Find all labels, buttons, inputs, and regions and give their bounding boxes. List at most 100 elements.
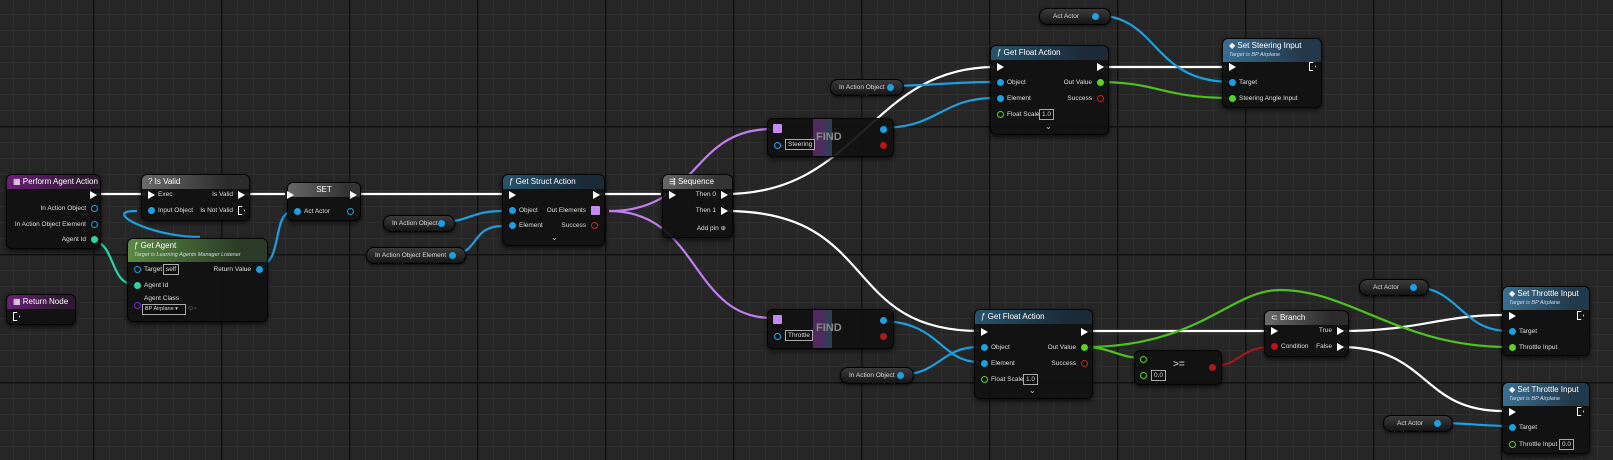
- exec-out-pin[interactable]: [1309, 62, 1316, 71]
- compare-out-pin[interactable]: [1209, 364, 1216, 371]
- condition-pin[interactable]: [1271, 343, 1278, 350]
- return-value-pin[interactable]: [256, 266, 263, 273]
- agent-class-pin[interactable]: [134, 302, 141, 309]
- set-node[interactable]: SET Act Actor: [287, 182, 361, 221]
- exec-out-pin[interactable]: [238, 206, 245, 215]
- find-steering-node[interactable]: Steering FIND: [767, 118, 894, 157]
- float-scale-field[interactable]: 1.0: [1039, 109, 1055, 120]
- exec-in-pin[interactable]: [1271, 327, 1278, 335]
- exec-in-pin[interactable]: [1229, 63, 1236, 71]
- sequence-node[interactable]: ⇶ Sequence Then 0 Then 1 Add pin ⊕: [662, 174, 733, 238]
- target-pin[interactable]: [134, 266, 141, 273]
- element-pin[interactable]: [509, 222, 516, 229]
- branch-node[interactable]: ⊂ Branch True Condition False: [1264, 310, 1349, 357]
- success-pin[interactable]: [1097, 95, 1104, 102]
- variable-out-pin[interactable]: [438, 220, 445, 227]
- act-actor-variable[interactable]: Act Actor: [1383, 415, 1453, 432]
- object-pin[interactable]: [981, 344, 988, 351]
- out-value-pin[interactable]: [1097, 79, 1104, 86]
- true-pin[interactable]: [1337, 327, 1344, 335]
- variable-out-pin[interactable]: [1434, 420, 1441, 427]
- exec-in-pin[interactable]: [1509, 408, 1516, 416]
- found-bool-pin[interactable]: [880, 333, 887, 340]
- add-pin-button[interactable]: Add pin ⊕: [697, 224, 726, 232]
- get-float-action-top-node[interactable]: ƒ Get Float Action Object Out Value Elem…: [990, 45, 1109, 135]
- element-pin[interactable]: [981, 360, 988, 367]
- exec-in-pin[interactable]: [148, 191, 155, 199]
- in-action-object-variable[interactable]: In Action Object: [383, 215, 455, 232]
- act-actor-in-pin[interactable]: [294, 208, 301, 215]
- chevron-down-icon[interactable]: ⌄: [1045, 122, 1052, 131]
- exec-out-pin[interactable]: [1577, 407, 1584, 416]
- exec-out-pin[interactable]: [238, 191, 245, 199]
- find-value-field[interactable]: Throttle: [785, 330, 814, 341]
- float-scale-pin[interactable]: [997, 111, 1004, 118]
- exec-in-pin[interactable]: [997, 63, 1004, 71]
- found-out-pin[interactable]: [880, 126, 887, 133]
- find-throttle-node[interactable]: Throttle FIND: [767, 309, 894, 349]
- agent-class-dropdown[interactable]: BP Airplane ▾: [142, 304, 186, 315]
- self-field[interactable]: self: [163, 264, 180, 275]
- success-pin[interactable]: [1081, 360, 1088, 367]
- compare-value-field[interactable]: 0.0: [1151, 370, 1167, 381]
- input-object-pin[interactable]: [148, 207, 155, 214]
- act-actor-variable[interactable]: Act Actor: [1359, 279, 1429, 296]
- act-actor-variable[interactable]: Act Actor: [1039, 8, 1111, 25]
- exec-out-pin[interactable]: [90, 191, 97, 199]
- exec-out-pin[interactable]: [1081, 328, 1088, 336]
- variable-out-pin[interactable]: [1092, 13, 1099, 20]
- get-struct-action-node[interactable]: ƒ Get Struct Action Object Out Elements …: [502, 174, 605, 246]
- throttle-input-pin[interactable]: [1509, 441, 1516, 448]
- in-action-object-element-variable[interactable]: In Action Object Element: [366, 247, 466, 264]
- exec-in-pin[interactable]: [509, 191, 516, 199]
- find-value-field[interactable]: Steering: [785, 139, 816, 150]
- in-action-object-variable[interactable]: In Action Object: [840, 367, 914, 384]
- float-scale-field[interactable]: 1.0: [1023, 374, 1039, 385]
- found-out-pin[interactable]: [880, 317, 887, 324]
- object-pin[interactable]: [509, 207, 516, 214]
- exec-in-pin[interactable]: [1509, 312, 1516, 320]
- return-node[interactable]: ▦ Return Node: [6, 294, 76, 325]
- array-in-pin[interactable]: [773, 315, 782, 324]
- name-in-pin[interactable]: [774, 142, 781, 149]
- act-actor-out-pin[interactable]: [347, 208, 354, 215]
- target-pin[interactable]: [1509, 328, 1516, 335]
- chevron-down-icon[interactable]: ⌄: [1029, 386, 1036, 395]
- found-bool-pin[interactable]: [880, 142, 887, 149]
- exec-out-pin[interactable]: [1097, 63, 1104, 71]
- success-pin[interactable]: [591, 222, 598, 229]
- throttle-value-field[interactable]: 0.0: [1559, 439, 1575, 450]
- in-action-object-element-pin[interactable]: [91, 221, 98, 228]
- steering-angle-input-pin[interactable]: [1229, 95, 1236, 102]
- object-pin[interactable]: [997, 79, 1004, 86]
- throttle-input-pin[interactable]: [1509, 344, 1516, 351]
- out-value-pin[interactable]: [1081, 344, 1088, 351]
- variable-out-pin[interactable]: [1410, 284, 1417, 291]
- target-pin[interactable]: [1509, 424, 1516, 431]
- variable-out-pin[interactable]: [449, 252, 456, 259]
- variable-out-pin[interactable]: [897, 372, 904, 379]
- float-scale-pin[interactable]: [981, 376, 988, 383]
- array-in-pin[interactable]: [773, 124, 782, 133]
- chevron-down-icon[interactable]: ⌄: [551, 233, 558, 242]
- browse-icon[interactable]: ⊙⌕: [188, 305, 198, 312]
- out-elements-array-pin[interactable]: [591, 206, 600, 215]
- perform-agent-action-node[interactable]: ▦ Perform Agent Action In Action Object …: [6, 174, 101, 249]
- then1-pin[interactable]: [721, 207, 728, 215]
- compare-b-pin[interactable]: [1140, 372, 1147, 379]
- target-pin[interactable]: [1229, 79, 1236, 86]
- exec-in-pin[interactable]: [669, 191, 676, 199]
- exec-in-pin[interactable]: [287, 191, 294, 199]
- in-action-object-pin[interactable]: [91, 205, 98, 212]
- agent-id-pin[interactable]: [134, 282, 141, 289]
- agent-id-pin[interactable]: [91, 236, 98, 243]
- exec-out-pin[interactable]: [350, 191, 357, 199]
- then0-pin[interactable]: [721, 191, 728, 199]
- variable-out-pin[interactable]: [887, 84, 894, 91]
- exec-in-pin[interactable]: [13, 312, 20, 321]
- in-action-object-variable[interactable]: In Action Object: [830, 79, 904, 96]
